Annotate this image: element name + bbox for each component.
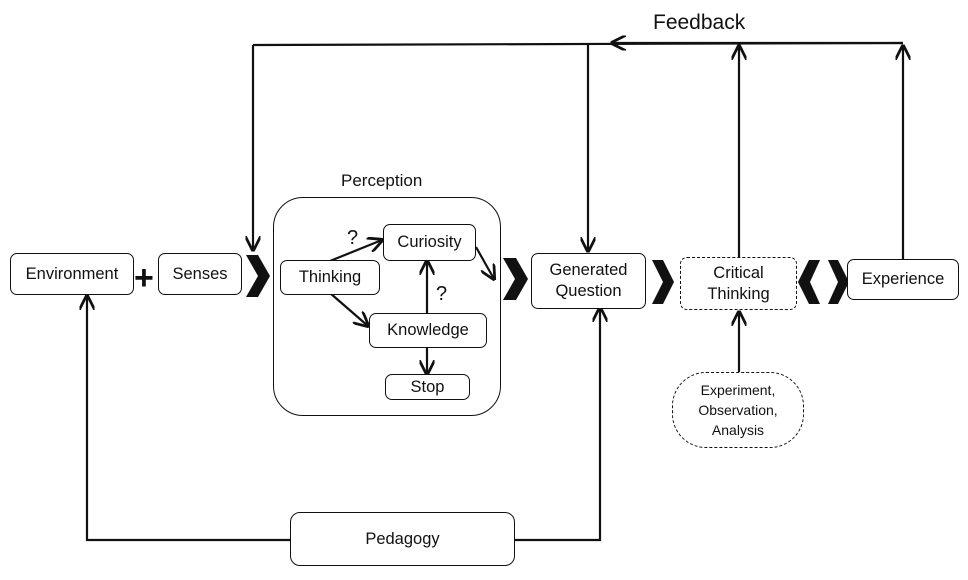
perception-group — [273, 197, 501, 416]
environment-label: Environment — [25, 264, 119, 283]
knowledge-node: Knowledge — [369, 313, 487, 348]
senses-node: Senses — [158, 253, 242, 295]
pedagogy-to-environment — [87, 296, 290, 542]
experiment-line-2: Observation, — [698, 401, 778, 418]
curiosity-to-perception-edge — [475, 246, 494, 279]
pedagogy-node: Pedagogy — [290, 512, 515, 566]
senses-label: Senses — [172, 264, 228, 283]
thinking-to-curiosity — [329, 240, 382, 263]
critical-thinking-line-1: Critical — [713, 263, 764, 282]
thinking-node: Thinking — [280, 260, 380, 295]
critical-thinking-node: Critical Thinking — [680, 257, 797, 310]
question-mark-knowledge-curiosity: ? — [436, 283, 448, 305]
generated-question-line-2: Question — [555, 282, 622, 300]
stop-node: Stop — [385, 374, 470, 400]
plus-sign: + — [134, 259, 154, 297]
generated-question-line-1: Generated — [549, 261, 628, 280]
chevron-perception-to-question — [503, 258, 528, 300]
experience-label: Experience — [861, 270, 945, 289]
environment-node: Environment — [10, 253, 134, 295]
experiment-line-3: Analysis — [711, 422, 765, 439]
critical-thinking-line-2: Thinking — [707, 284, 770, 303]
stop-label: Stop — [410, 377, 445, 396]
pedagogy-label: Pedagogy — [365, 529, 440, 548]
chevron-senses-to-perception — [246, 255, 270, 297]
chevron-left-experience — [798, 260, 820, 304]
feedback-title: Feedback — [653, 11, 746, 34]
question-mark-thinking-curiosity: ? — [347, 227, 359, 249]
thinking-label: Thinking — [298, 268, 362, 287]
curiosity-label: Curiosity — [397, 233, 462, 252]
perception-label: Perception — [341, 171, 423, 190]
experiment-observation-analysis-node: Experiment, Observation, Analysis — [672, 372, 804, 448]
knowledge-label: Knowledge — [387, 321, 469, 340]
generated-question-node: Generated Question — [531, 253, 646, 309]
chevron-right-experience — [828, 260, 849, 304]
experiment-line-1: Experiment, — [700, 381, 776, 398]
experience-node: Experience — [847, 259, 959, 300]
chevron-question-to-critical — [652, 260, 674, 304]
thinking-to-knowledge — [329, 292, 368, 326]
curiosity-node: Curiosity — [383, 224, 476, 261]
pedagogy-to-question — [514, 308, 600, 542]
